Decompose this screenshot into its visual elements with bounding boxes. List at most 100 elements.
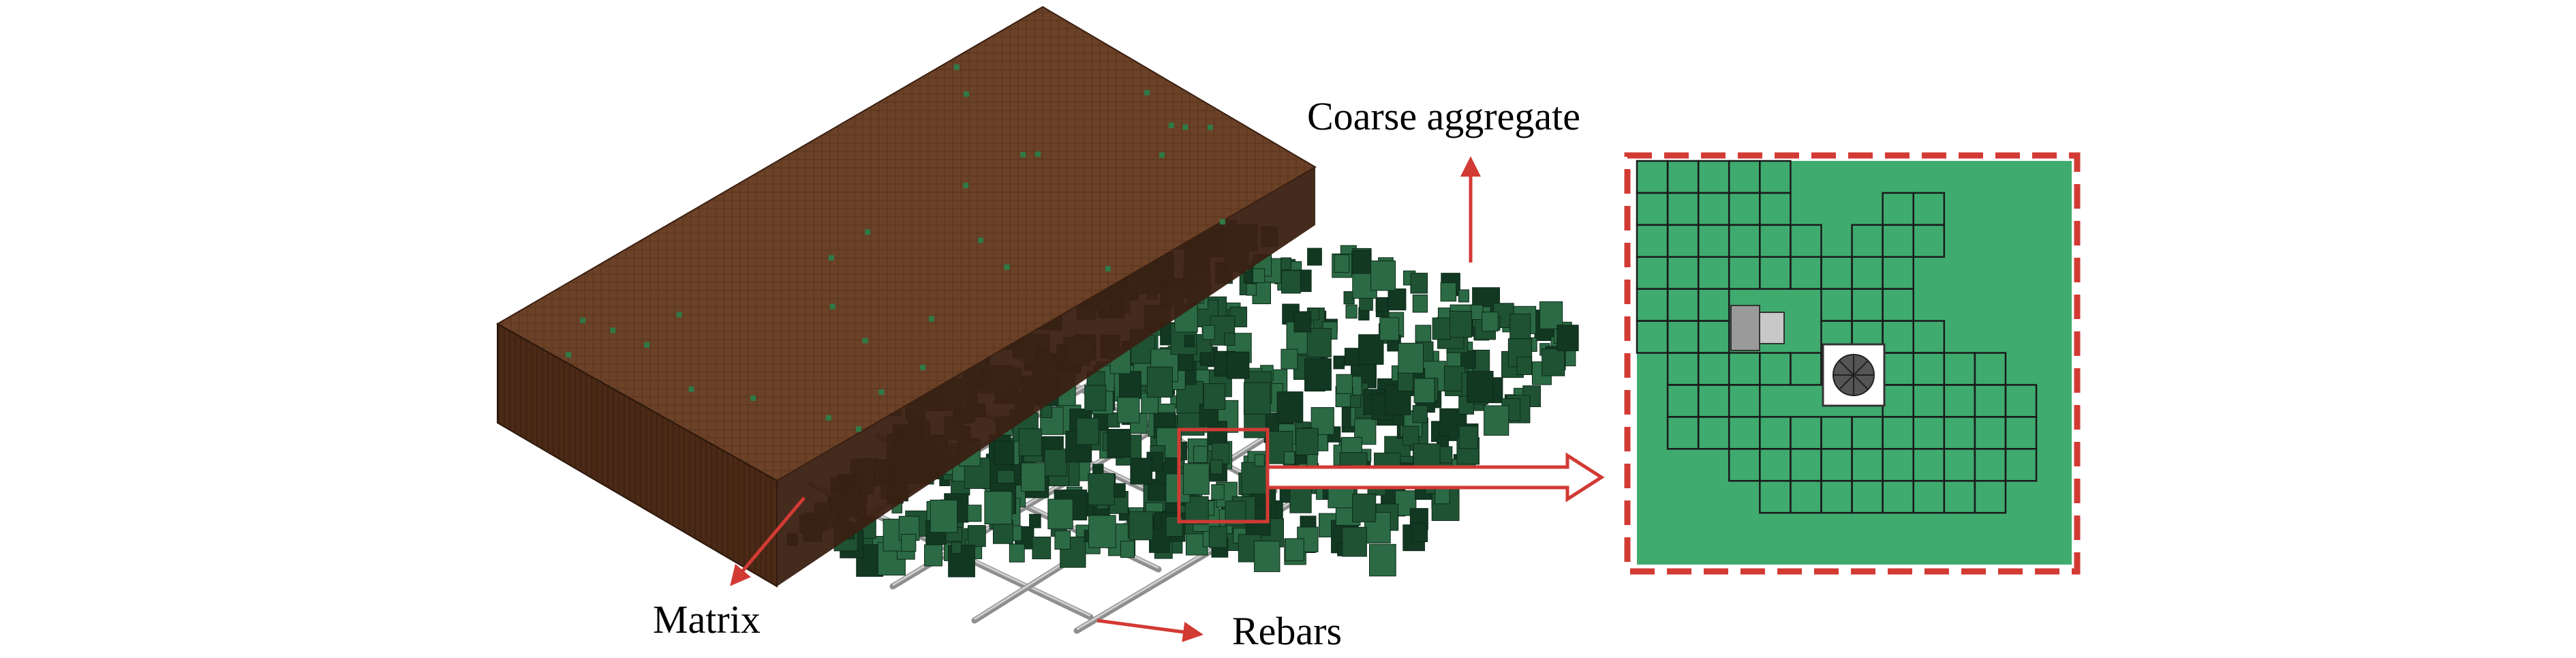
matrix-speck	[825, 415, 831, 421]
aggregate-voxel	[1470, 304, 1484, 320]
aggregate-voxel	[1113, 483, 1126, 498]
aggregate-voxel	[1202, 325, 1215, 340]
aggregate-voxel	[1411, 522, 1428, 543]
aggregate-voxel	[1203, 383, 1226, 410]
zoom-panel	[1624, 152, 2081, 575]
aggregate-voxel	[1182, 463, 1210, 495]
aggregate-voxel	[1557, 325, 1579, 352]
aggregate-voxel	[1076, 417, 1099, 445]
aggregate-voxel	[1084, 385, 1107, 411]
aggregate-voxel	[1243, 382, 1271, 415]
aggregate-voxel	[1193, 445, 1208, 464]
aggregate-voxel	[1336, 374, 1353, 394]
aggregate-voxel	[1398, 342, 1424, 374]
matrix-slab	[495, 5, 1317, 588]
matrix-speck	[964, 91, 970, 97]
matrix-speck	[644, 342, 650, 348]
aggregate-voxel	[1293, 311, 1312, 333]
matrix-speck	[1105, 266, 1111, 272]
aggregate-voxel	[1458, 425, 1478, 449]
aggregate-voxel	[1208, 526, 1227, 548]
matrix-speck	[862, 338, 868, 344]
rebar-segment-fragment	[1730, 305, 1760, 351]
matrix-speck	[688, 386, 694, 392]
matrix-speck	[828, 255, 834, 261]
aggregate-voxel	[1130, 458, 1153, 485]
aggregate-voxel	[1413, 378, 1435, 404]
aggregate-voxel	[1241, 462, 1268, 494]
matrix-arrow	[730, 496, 806, 586]
rebars-arrow	[1097, 618, 1203, 642]
mesh-element	[1912, 224, 1946, 258]
aggregate-voxel	[1334, 254, 1350, 273]
aggregate-voxel	[1484, 405, 1509, 436]
matrix-embedded-aggregate-specks	[566, 64, 1225, 432]
aggregate-voxel	[1310, 407, 1334, 435]
aggregate-voxel	[951, 541, 962, 554]
aggregate-voxel	[1458, 289, 1469, 303]
aggregate-voxel	[1333, 355, 1345, 370]
aggregate-voxel	[1009, 543, 1025, 563]
matrix-speck	[566, 352, 572, 358]
aggregate-voxel	[1344, 348, 1360, 366]
aggregate-voxel	[1254, 541, 1281, 572]
aggregate-voxel	[1412, 294, 1428, 313]
aggregate-voxel	[1345, 304, 1358, 319]
aggregate-voxel	[1295, 428, 1319, 455]
aggregate-voxel	[1283, 451, 1295, 465]
rebar-segment-fragment-light	[1759, 312, 1785, 344]
aggregate-voxel	[1184, 335, 1195, 348]
aggregate-voxel	[1253, 268, 1266, 284]
matrix-speck	[1207, 124, 1213, 130]
matrix-speck	[1020, 151, 1026, 158]
aggregate-voxel	[1375, 297, 1388, 312]
matrix-speck	[978, 237, 984, 243]
matrix-speck	[1004, 264, 1010, 270]
aggregate-voxel	[1211, 484, 1225, 500]
rebar-cross-section-spokes	[1833, 355, 1874, 395]
aggregate-voxel	[1467, 370, 1494, 403]
aggregate-voxel	[1350, 394, 1362, 408]
matrix-speck	[1034, 151, 1041, 158]
aggregate-voxel	[1410, 273, 1428, 294]
aggregate-voxel	[1379, 317, 1400, 341]
matrix-speck	[865, 229, 871, 235]
matrix-speck	[750, 395, 756, 401]
aggregate-voxel	[1368, 543, 1396, 577]
mesh-element	[2004, 448, 2038, 482]
aggregate-voxel	[1285, 538, 1304, 562]
aggregate-voxel	[1402, 425, 1420, 446]
aggregate-voxel	[1088, 473, 1115, 506]
aggregate-voxel	[1276, 391, 1304, 423]
aggregate-voxel	[1018, 428, 1042, 457]
aggregate-voxel	[1542, 348, 1565, 376]
aggregate-voxel	[1387, 288, 1407, 311]
aggregate-voxel	[1054, 530, 1071, 550]
aggregate-voxel	[1246, 283, 1257, 296]
aggregate-voxel	[1509, 313, 1531, 339]
aggregate-voxel	[1342, 526, 1367, 557]
matrix-speck	[1182, 124, 1189, 130]
aggregate-voxel	[1032, 537, 1052, 560]
matrix-speck	[920, 364, 926, 370]
aggregate-voxel	[1254, 454, 1265, 467]
aggregate-voxel	[1088, 515, 1116, 548]
aggregate-voxel	[1146, 366, 1173, 398]
matrix-speck	[855, 426, 861, 432]
matrix-slab-front-face	[777, 167, 1315, 586]
aggregate-voxel	[1358, 334, 1384, 365]
matrix-speck	[953, 64, 960, 70]
aggregate-voxel	[1281, 257, 1291, 271]
matrix-speck	[1219, 219, 1225, 225]
aggregate-voxel	[1120, 541, 1135, 558]
aggregate-voxel	[1516, 357, 1533, 375]
aggregate-voxel	[1440, 282, 1457, 302]
matrix-speck	[580, 317, 586, 323]
aggregate-voxel	[1306, 328, 1332, 358]
aggregate-voxel	[1171, 539, 1183, 554]
aggregate-voxel	[1119, 371, 1141, 398]
aggregate-voxel	[1281, 270, 1301, 294]
aggregate-voxel	[1044, 449, 1067, 477]
aggregate-voxel	[930, 499, 958, 533]
